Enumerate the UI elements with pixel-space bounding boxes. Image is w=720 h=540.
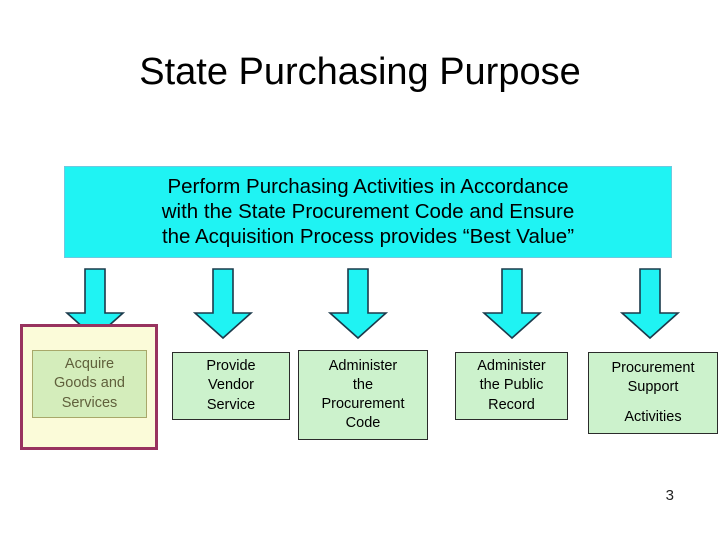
node-line: Record bbox=[488, 396, 535, 413]
banner-line: with the State Procurement Code and Ensu… bbox=[161, 199, 575, 223]
node-acquire-goods-and-services[interactable]: Acquire Goods and Services bbox=[32, 350, 147, 418]
node-line: Vendor bbox=[208, 377, 254, 394]
node-line: Service bbox=[206, 396, 256, 413]
node-line: the Public bbox=[479, 377, 544, 394]
node-line: Services bbox=[61, 394, 118, 411]
down-arrow-icon bbox=[192, 268, 254, 340]
node-procurement-support-activities[interactable]: Procurement Support Activities bbox=[588, 352, 718, 434]
node-line: Administer bbox=[328, 357, 398, 374]
node-line: the bbox=[352, 376, 374, 393]
down-arrow-icon bbox=[327, 268, 389, 340]
node-line: Acquire bbox=[64, 356, 115, 373]
node-line: Procurement bbox=[611, 360, 695, 377]
node-line: Support bbox=[627, 379, 679, 396]
purpose-statement-banner: Perform Purchasing Activities in Accorda… bbox=[64, 166, 672, 258]
node-line: Administer bbox=[477, 358, 546, 375]
node-provide-vendor-service[interactable]: Provide Vendor Service bbox=[172, 352, 290, 420]
node-line: Goods and bbox=[54, 375, 125, 392]
node-line: Code bbox=[345, 415, 381, 432]
node-administer-the-public-record[interactable]: Administer the Public Record bbox=[455, 352, 568, 420]
page-number: 3 bbox=[665, 487, 674, 504]
down-arrow-icon bbox=[481, 268, 543, 340]
node-line: Activities bbox=[624, 408, 682, 425]
down-arrow-icon bbox=[619, 268, 681, 340]
node-administer-the-procurement-code[interactable]: Administer the Procurement Code bbox=[298, 350, 428, 440]
banner-line: the Acquisition Process provides “Best V… bbox=[161, 224, 575, 248]
page-title: State Purchasing Purpose bbox=[139, 51, 581, 93]
banner-line: Perform Purchasing Activities in Accorda… bbox=[167, 174, 569, 198]
node-line: Provide bbox=[206, 358, 256, 375]
node-line: Procurement bbox=[321, 396, 405, 412]
